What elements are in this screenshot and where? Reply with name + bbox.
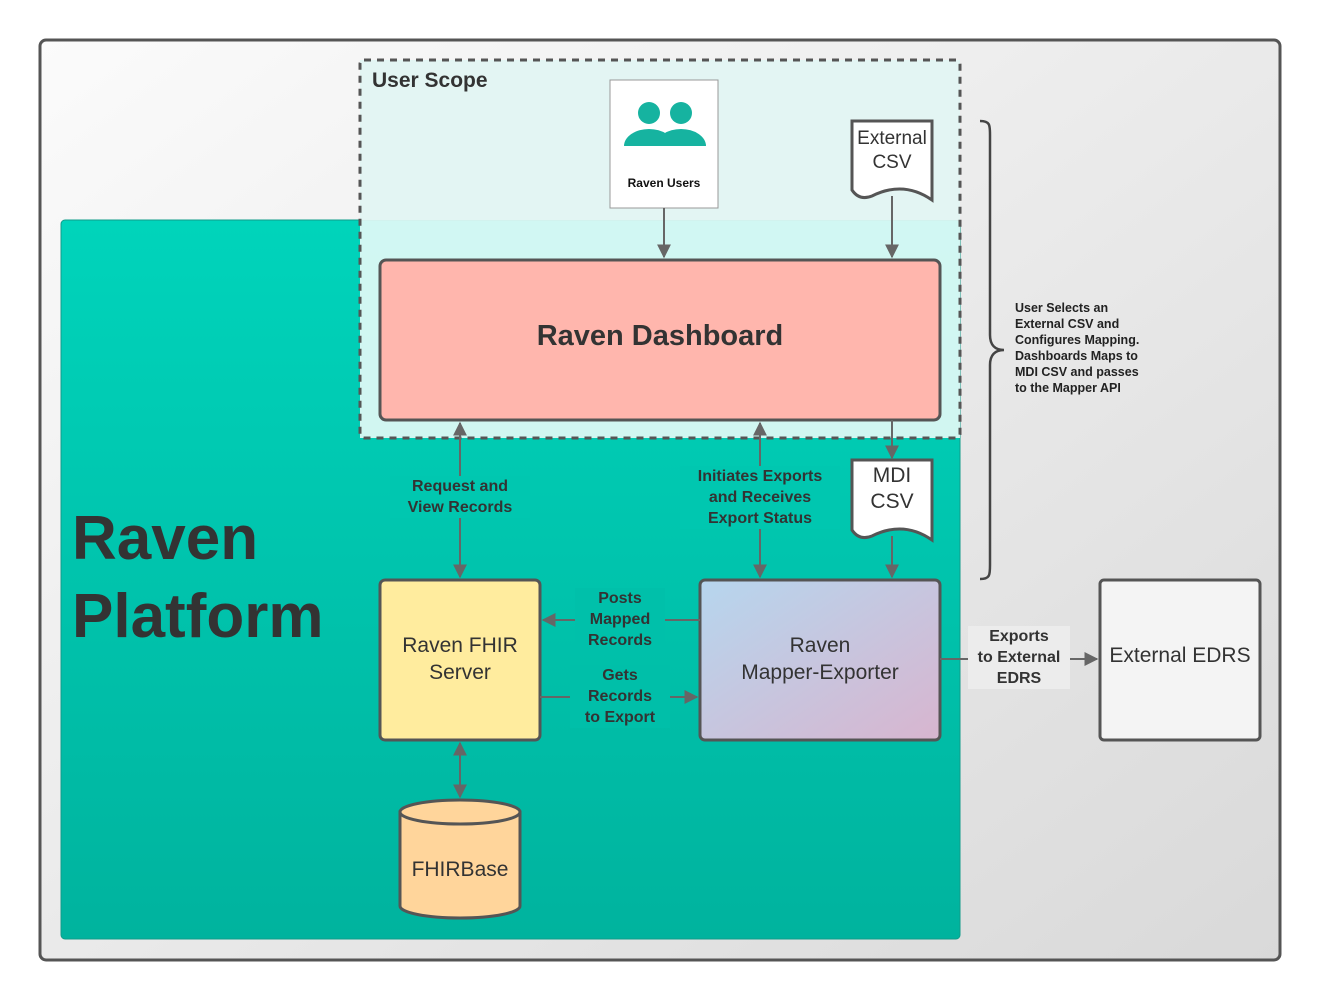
gets-records-label: Gets Records to Export — [570, 665, 670, 728]
mdi-csv-label: MDI CSV — [870, 464, 914, 513]
external-csv-doc — [850, 119, 934, 203]
request-view-label: Request and View Records — [390, 476, 530, 518]
scope-brace — [979, 119, 1005, 581]
raven-fhir-server-label: Raven FHIR Server — [402, 634, 518, 684]
brace-note: User Selects an External CSV and Configu… — [1015, 301, 1140, 395]
initiates-exports-label: Initiates Exports and Receives Export St… — [680, 466, 840, 529]
user-scope-border — [358, 58, 962, 440]
user-scope-title: User Scope — [372, 69, 488, 92]
posts-mapped-label: Posts Mapped Records — [575, 588, 665, 651]
external-edrs-label: External EDRS — [1109, 644, 1251, 667]
platform-title-line1: Raven — [72, 504, 259, 573]
platform-title-line2: Platform — [72, 582, 324, 651]
mdi-csv-doc — [850, 458, 934, 543]
fhirbase-label: FHIRBase — [411, 858, 509, 881]
raven-dashboard-label: Raven Dashboard — [536, 319, 784, 352]
platform-title: Raven Platform — [72, 500, 323, 656]
fhirbase-cylinder — [398, 798, 522, 920]
raven-users-label: Raven Users — [627, 176, 701, 190]
exports-edrs-label: Exports to External EDRS — [968, 626, 1070, 689]
raven-dashboard-box — [378, 258, 942, 422]
users-icon — [624, 102, 706, 146]
external-csv-label: External CSV — [857, 128, 927, 173]
raven-fhir-server-box — [378, 578, 542, 742]
external-edrs-box — [1098, 578, 1262, 742]
raven-mapper-exporter-label: Raven Mapper-Exporter — [741, 634, 899, 684]
